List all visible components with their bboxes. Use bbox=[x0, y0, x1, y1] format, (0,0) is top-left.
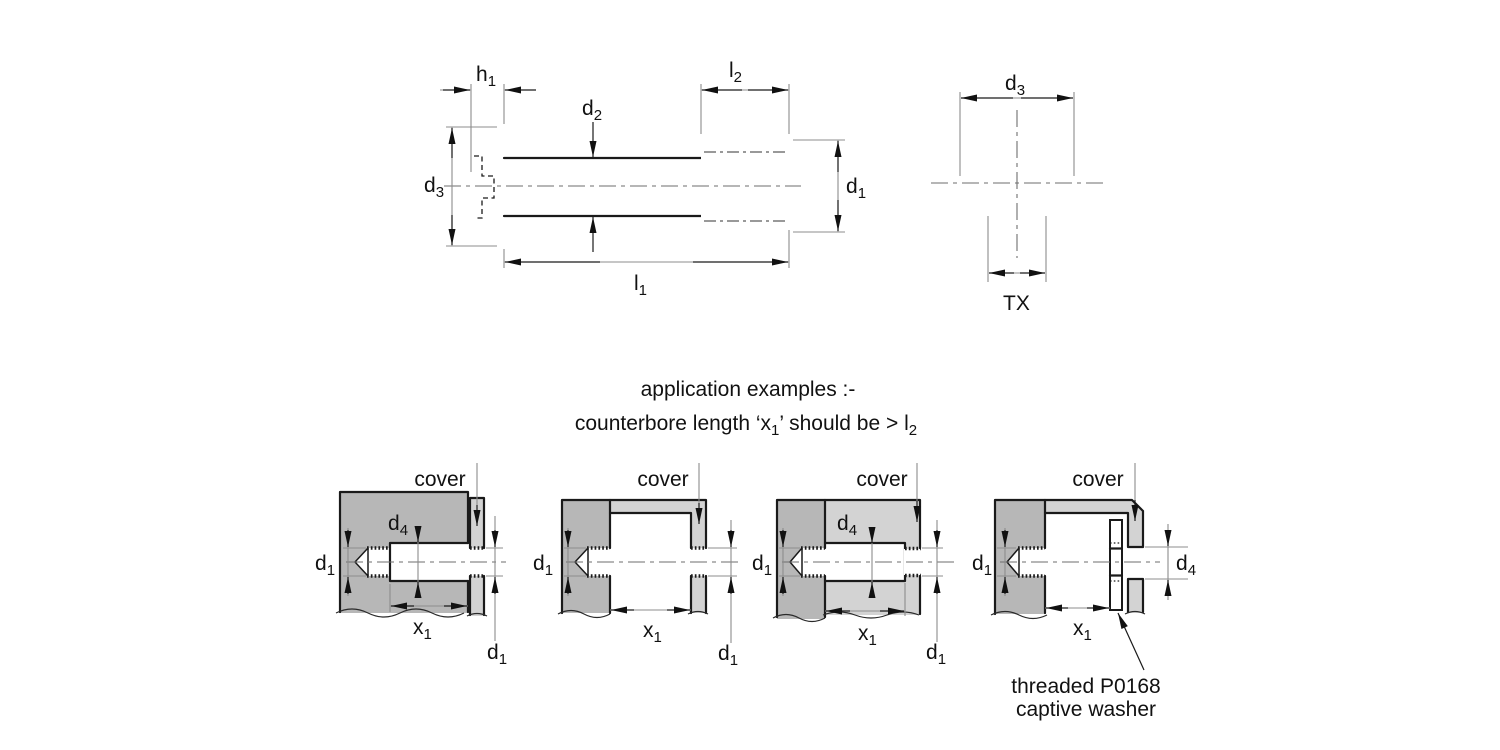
end-view: d3 TX bbox=[931, 72, 1103, 315]
break-line-base bbox=[557, 609, 611, 619]
base-thread-marks bbox=[367, 546, 390, 578]
break-line-base bbox=[772, 613, 826, 623]
washer-caption-line-1: threaded P0168 bbox=[1011, 675, 1160, 698]
base-thread-marks bbox=[801, 546, 825, 578]
dim-label-d1: d1 bbox=[926, 641, 946, 668]
side-view: h1 l2 d2 d3 d1 l1 bbox=[424, 59, 866, 299]
end-view-centerlines bbox=[931, 110, 1103, 258]
washer-caption: threaded P0168 captive washer bbox=[1011, 675, 1160, 721]
base-thread-marks bbox=[1018, 546, 1045, 578]
break-line-cover bbox=[466, 612, 488, 617]
dim-label-d4: d4 bbox=[1176, 552, 1196, 579]
dim-label-d1-side: d1 bbox=[846, 175, 866, 202]
cover-outline bbox=[1043, 498, 1145, 614]
base-outline bbox=[993, 498, 1047, 616]
dim-label-x1: x1 bbox=[413, 616, 432, 643]
cover-thread-marks bbox=[905, 546, 921, 578]
dim-label-d1: d1 bbox=[752, 552, 772, 579]
washer-leader-arrow bbox=[1117, 612, 1145, 671]
cover-label: cover bbox=[1072, 468, 1123, 491]
extension-lines bbox=[446, 84, 845, 268]
cover-thread-marks bbox=[691, 546, 706, 578]
note-line-2: counterbore length ‘x1’ should be > l2 bbox=[575, 412, 917, 439]
dim-label-d1: d1 bbox=[487, 641, 507, 668]
washer-hole-edges bbox=[1108, 547, 1124, 577]
dim-label-l1: l1 bbox=[634, 272, 647, 299]
dim-label-d4: d4 bbox=[837, 512, 857, 539]
break-line-base bbox=[335, 608, 465, 618]
cover-outline bbox=[608, 498, 708, 615]
dim-label-d1: d1 bbox=[533, 552, 553, 579]
break-line-base bbox=[990, 610, 1048, 620]
cover-label: cover bbox=[637, 468, 688, 491]
thread-minor-diameter-lines bbox=[704, 151, 787, 222]
note-line-1: application examples :- bbox=[641, 378, 856, 401]
d1-right-extension bbox=[708, 520, 737, 643]
dim-label-x1: x1 bbox=[1073, 617, 1092, 644]
cover-thread-marks bbox=[470, 546, 484, 578]
base-outline bbox=[338, 490, 470, 614]
end-view-extension-lines bbox=[959, 92, 1075, 282]
d1-right-extension bbox=[922, 520, 943, 642]
dim-label-d4: d4 bbox=[388, 512, 408, 539]
dim-label-tx: TX bbox=[1003, 292, 1030, 315]
base-thread-marks bbox=[587, 546, 610, 578]
washer-caption-line-2: captive washer bbox=[1016, 698, 1156, 721]
dim-label-d3-side: d3 bbox=[424, 174, 444, 201]
dim-label-d1: d1 bbox=[315, 552, 335, 579]
cover-label: cover bbox=[414, 468, 465, 491]
captive-washer bbox=[1109, 519, 1123, 611]
tapped-hole bbox=[575, 548, 611, 576]
application-example-2: cover d1 x1 d1 bbox=[533, 463, 742, 669]
dim-label-d3-end: d3 bbox=[1005, 72, 1025, 99]
dim-label-l2: l2 bbox=[729, 59, 742, 86]
application-example-1: cover d1 d4 x1 d1 bbox=[315, 463, 507, 668]
dim-label-d1: d1 bbox=[718, 642, 738, 669]
dim-label-h1: h1 bbox=[476, 63, 496, 90]
cover-clearance-hole bbox=[1127, 547, 1144, 579]
hidden-recess-outline bbox=[474, 155, 495, 219]
base-outline bbox=[775, 498, 827, 619]
dim-label-d2: d2 bbox=[582, 97, 602, 124]
cover-label: cover bbox=[856, 468, 907, 491]
notes: application examples :- counterbore leng… bbox=[575, 378, 917, 439]
tapped-hole bbox=[355, 548, 391, 576]
dim-label-d1: d1 bbox=[972, 552, 992, 579]
screw-shank-lines bbox=[502, 156, 703, 218]
drill-point bbox=[1006, 547, 1020, 577]
application-example-3: cover d1 d4 x1 d1 bbox=[752, 463, 957, 668]
dim-label-x1: x1 bbox=[858, 622, 877, 649]
base-outline bbox=[560, 498, 612, 615]
drill-point bbox=[789, 547, 803, 577]
dim-label-x1: x1 bbox=[643, 619, 662, 646]
application-example-4: cover d1 x1 d4 bbox=[972, 463, 1196, 671]
